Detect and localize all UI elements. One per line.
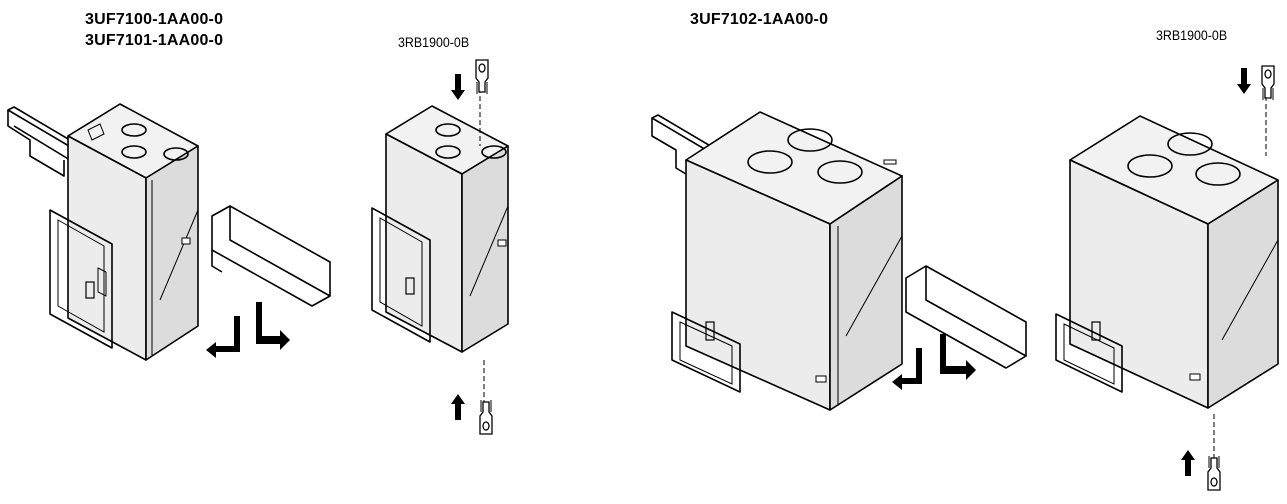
device-4-3uf7102	[1055, 65, 1279, 491]
part-label-right: 3RB1900-0B	[1156, 28, 1228, 43]
din-rail-front-3	[905, 265, 1027, 369]
device-4-side	[1207, 179, 1279, 409]
device-3-side	[829, 175, 903, 411]
model-label-3uf7101: 3UF7101-1AA00-0	[85, 32, 224, 49]
device-3-3uf7102	[651, 111, 1027, 411]
device-1-side	[145, 145, 199, 361]
din-rail-front-1	[211, 205, 331, 307]
model-label-3uf7100: 3UF7100-1AA00-0	[85, 11, 224, 28]
part-label-left: 3RB1900-0B	[398, 35, 470, 50]
model-label-3uf7102: 3UF7102-1AA00-0	[690, 11, 829, 28]
device-1-3uf7100	[7, 103, 331, 361]
device-2-side	[461, 145, 509, 353]
device-2-3uf7101	[371, 59, 509, 435]
